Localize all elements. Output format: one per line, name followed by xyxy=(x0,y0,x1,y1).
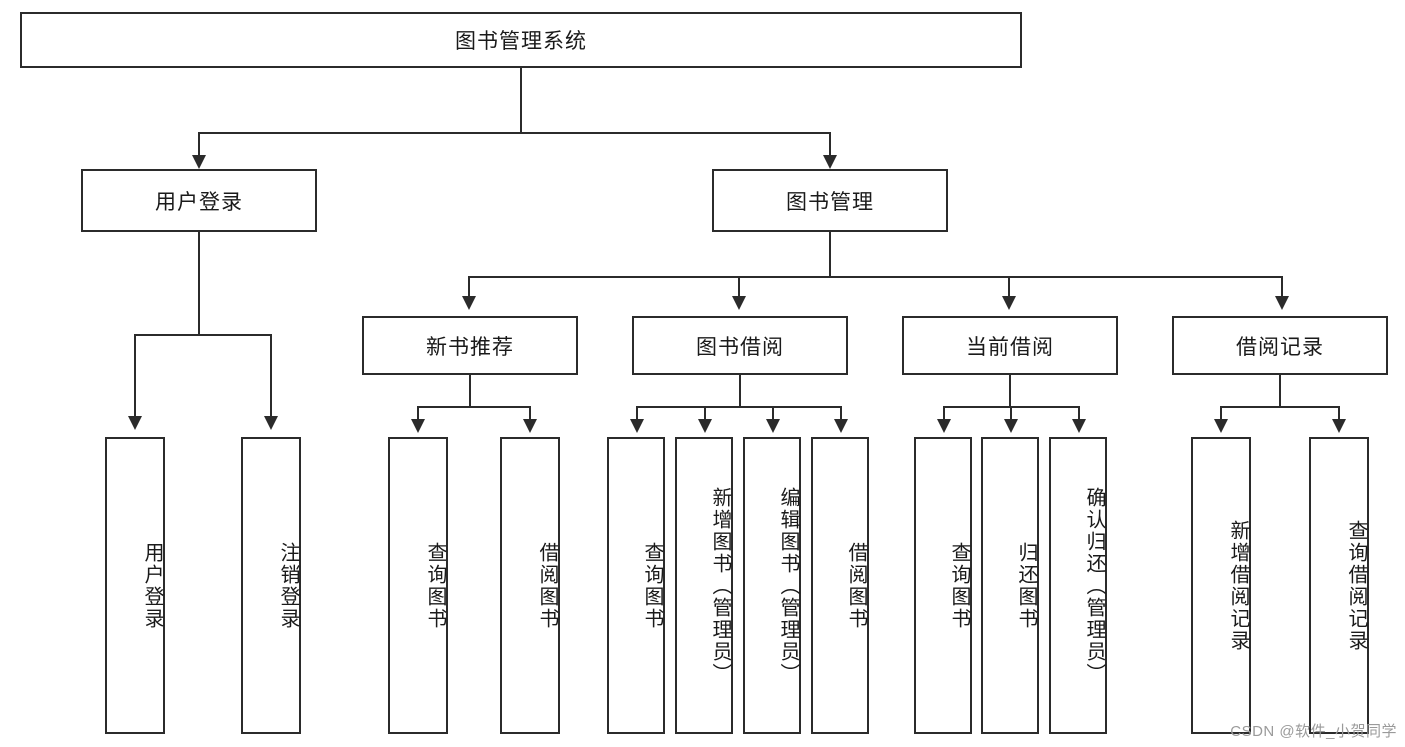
arrow-to-leaf-br-2 xyxy=(1332,419,1346,433)
edge-br-stem xyxy=(1279,375,1281,408)
leaf-cb-confirm-return[interactable]: 确认归还（管理员） xyxy=(1049,437,1107,734)
arrow-to-user-login xyxy=(192,155,206,169)
arrow-to-leaf-bb-2 xyxy=(698,419,712,433)
leaf-user-login[interactable]: 用户登录 xyxy=(105,437,165,734)
arrow-to-leaf-nbr-2 xyxy=(523,419,537,433)
node-label: 用户登录 xyxy=(155,190,243,214)
edge-br-drop-2 xyxy=(1338,406,1340,420)
edge-user-login-bus xyxy=(134,334,271,336)
edge-level3-drop-2 xyxy=(738,276,740,298)
node-label: 借阅图书 xyxy=(536,541,558,630)
edge-level3-bus xyxy=(468,276,1282,278)
arrow-to-new-book-recommend xyxy=(462,296,476,310)
edge-bb-drop-3 xyxy=(772,406,774,420)
node-label: 查询借阅记录 xyxy=(1345,519,1367,652)
arrow-to-leaf-br-1 xyxy=(1214,419,1228,433)
edge-nbr-drop-1 xyxy=(417,406,419,420)
node-label: 编辑图书（管理员） xyxy=(777,486,799,685)
arrow-to-leaf-cb-2 xyxy=(1004,419,1018,433)
node-label: 图书借阅 xyxy=(696,335,784,359)
leaf-br-add-record[interactable]: 新增借阅记录 xyxy=(1191,437,1251,734)
node-label: 借阅记录 xyxy=(1236,335,1324,359)
edge-nbr-stem xyxy=(469,375,471,408)
edge-user-login-drop-2 xyxy=(270,334,272,418)
edge-bb-drop-1 xyxy=(636,406,638,420)
edge-nbr-drop-2 xyxy=(529,406,531,420)
edge-level3-drop-3 xyxy=(1008,276,1010,298)
node-label: 查询图书 xyxy=(948,541,970,630)
node-label: 借阅图书 xyxy=(845,541,867,630)
edge-root-stem xyxy=(520,68,522,134)
leaf-cb-query-book[interactable]: 查询图书 xyxy=(914,437,972,734)
watermark-text: CSDN @软件_小贺同学 xyxy=(1230,723,1397,740)
leaf-bb-borrow-book[interactable]: 借阅图书 xyxy=(811,437,869,734)
edge-level2-bus xyxy=(198,132,830,134)
edge-bb-drop-2 xyxy=(704,406,706,420)
edge-level3-drop-4 xyxy=(1281,276,1283,298)
node-book-manage[interactable]: 图书管理 xyxy=(712,169,948,232)
leaf-bb-query-book[interactable]: 查询图书 xyxy=(607,437,665,734)
arrow-to-borrow-record xyxy=(1275,296,1289,310)
edge-user-login-stem xyxy=(198,232,200,336)
arrow-to-leaf-bb-1 xyxy=(630,419,644,433)
arrow-to-leaf-bb-4 xyxy=(834,419,848,433)
arrow-to-leaf-cb-3 xyxy=(1072,419,1086,433)
leaf-nbr-borrow-book[interactable]: 借阅图书 xyxy=(500,437,560,734)
edge-user-login-drop-1 xyxy=(134,334,136,418)
node-label: 用户登录 xyxy=(141,541,163,630)
arrow-to-book-borrow xyxy=(732,296,746,310)
edge-bb-stem xyxy=(739,375,741,408)
node-label: 新增借阅记录 xyxy=(1227,519,1249,652)
edge-cb-drop-3 xyxy=(1078,406,1080,420)
arrow-to-leaf-cb-1 xyxy=(937,419,951,433)
leaf-br-query-record[interactable]: 查询借阅记录 xyxy=(1309,437,1369,734)
arrow-to-leaf-logout xyxy=(264,416,278,430)
node-label: 查询图书 xyxy=(641,541,663,630)
arrow-to-leaf-user-login xyxy=(128,416,142,430)
arrow-to-leaf-nbr-1 xyxy=(411,419,425,433)
node-label: 确认归还（管理员） xyxy=(1083,486,1105,685)
arrow-to-book-manage xyxy=(823,155,837,169)
node-label: 新增图书（管理员） xyxy=(709,486,731,685)
edge-bb-drop-4 xyxy=(840,406,842,420)
arrow-to-leaf-bb-3 xyxy=(766,419,780,433)
node-current-borrow[interactable]: 当前借阅 xyxy=(902,316,1118,375)
node-book-borrow[interactable]: 图书借阅 xyxy=(632,316,848,375)
edge-book-manage-stem xyxy=(829,232,831,278)
leaf-nbr-query-book[interactable]: 查询图书 xyxy=(388,437,448,734)
edge-br-bus xyxy=(1220,406,1340,408)
edge-br-drop-1 xyxy=(1220,406,1222,420)
node-label: 当前借阅 xyxy=(966,335,1054,359)
node-label: 新书推荐 xyxy=(426,335,514,359)
node-label: 归还图书 xyxy=(1015,541,1037,630)
node-label: 图书管理 xyxy=(786,190,874,214)
leaf-bb-edit-book[interactable]: 编辑图书（管理员） xyxy=(743,437,801,734)
leaf-logout[interactable]: 注销登录 xyxy=(241,437,301,734)
edge-level2-drop-right xyxy=(829,132,831,157)
edge-bb-bus xyxy=(636,406,842,408)
node-label: 图书管理系统 xyxy=(455,30,587,53)
edge-level3-drop-1 xyxy=(468,276,470,298)
node-user-login[interactable]: 用户登录 xyxy=(81,169,317,232)
arrow-to-current-borrow xyxy=(1002,296,1016,310)
leaf-bb-add-book[interactable]: 新增图书（管理员） xyxy=(675,437,733,734)
node-new-book-recommend[interactable]: 新书推荐 xyxy=(362,316,578,375)
edge-cb-drop-2 xyxy=(1010,406,1012,420)
node-label: 注销登录 xyxy=(277,541,299,630)
leaf-cb-return-book[interactable]: 归还图书 xyxy=(981,437,1039,734)
node-root-system[interactable]: 图书管理系统 xyxy=(20,12,1022,68)
node-label: 查询图书 xyxy=(424,541,446,630)
edge-cb-drop-1 xyxy=(943,406,945,420)
edge-level2-drop-left xyxy=(198,132,200,157)
node-borrow-record[interactable]: 借阅记录 xyxy=(1172,316,1388,375)
edge-nbr-bus xyxy=(417,406,531,408)
edge-cb-stem xyxy=(1009,375,1011,408)
